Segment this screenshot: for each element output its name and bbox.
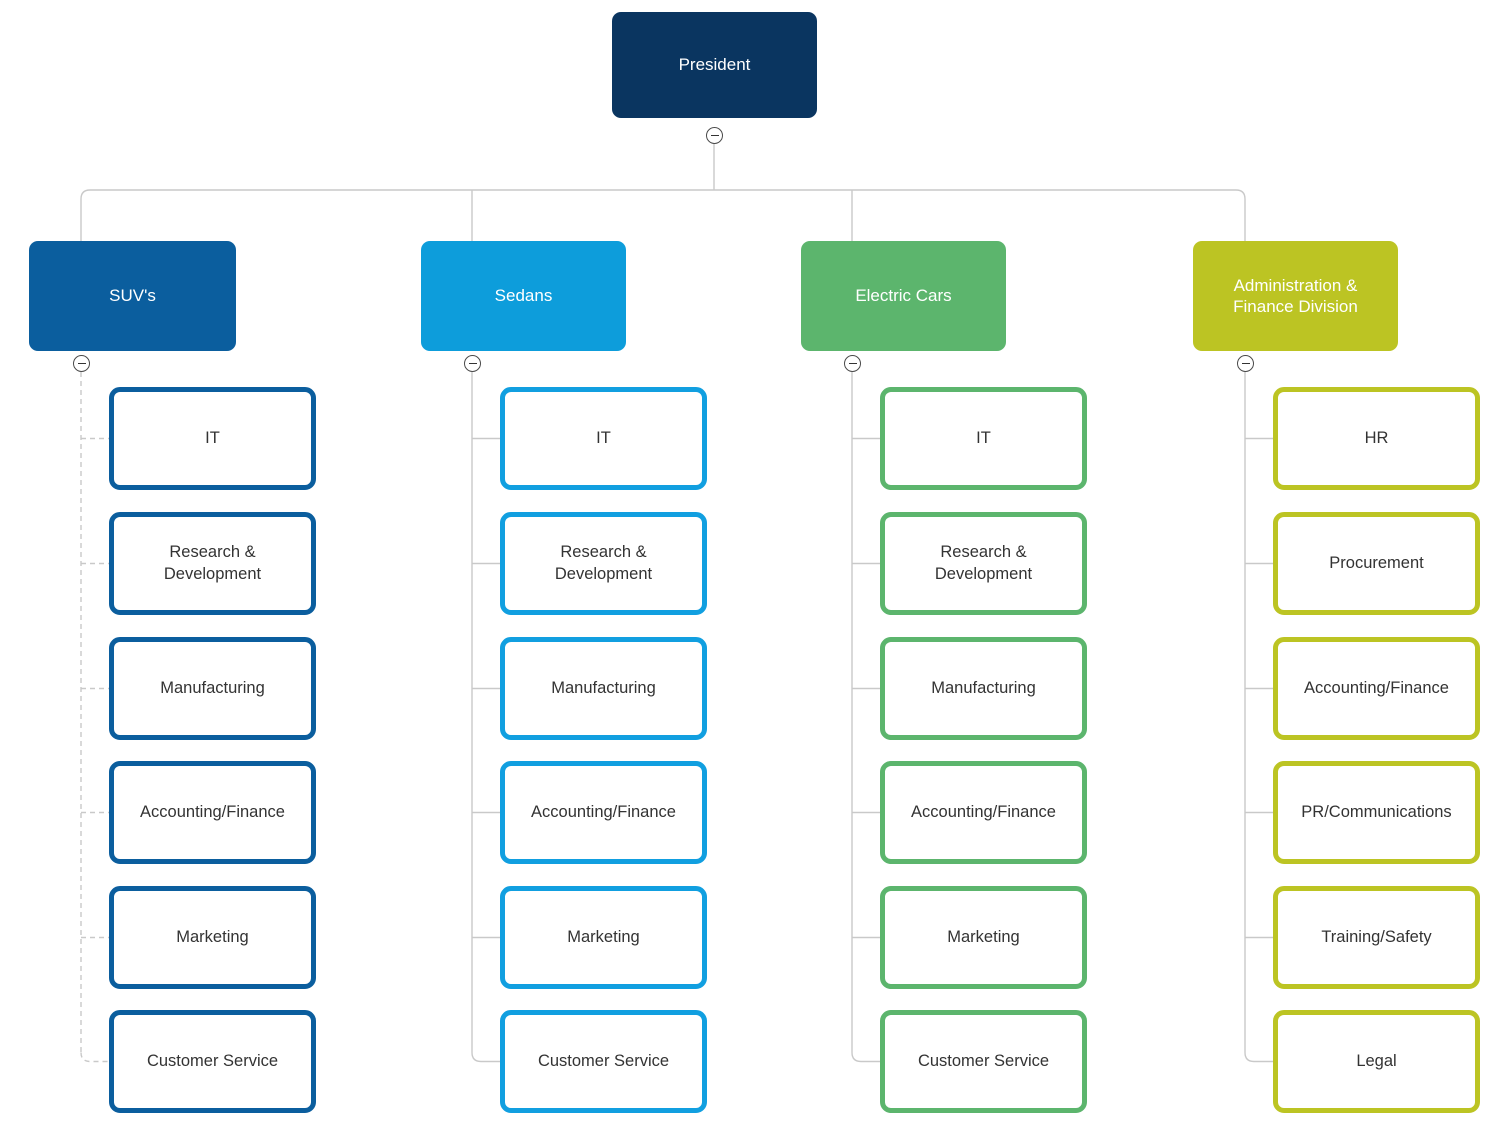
collapse-toggle-electric-cars[interactable] [844,355,861,372]
connector [80,1052,109,1063]
org-node-suvs-child-5[interactable]: Customer Service [109,1010,316,1113]
org-node-label: Sedans [494,286,553,306]
org-node-administration-finance[interactable]: Administration & Finance Division [1193,241,1398,351]
org-node-administration-finance-child-0[interactable]: HR [1273,387,1480,490]
org-node-electric-cars-child-0[interactable]: IT [880,387,1087,490]
org-node-electric-cars-child-2[interactable]: Manufacturing [880,637,1087,740]
org-node-electric-cars[interactable]: Electric Cars [801,241,1006,351]
org-node-label: Marketing [176,927,249,946]
connector [471,1052,500,1063]
org-node-label: Accounting/Finance [140,802,285,821]
org-node-label: Customer Service [146,1051,279,1070]
org-node-electric-cars-child-1[interactable]: Research & Development [880,512,1087,615]
collapse-toggle-sedans[interactable] [464,355,481,372]
collapse-toggle-suvs[interactable] [73,355,90,372]
org-node-label: IT [205,428,220,447]
org-node-label: Manufacturing [931,678,1036,697]
org-node-label: HR [1364,428,1389,447]
minus-icon [1241,362,1250,365]
org-node-label: SUV's [109,286,156,306]
org-node-label: Research & Development [554,543,653,583]
minus-icon [710,134,719,137]
org-node-sedans-child-0[interactable]: IT [500,387,707,490]
org-node-administration-finance-child-2[interactable]: Accounting/Finance [1273,637,1480,740]
org-node-electric-cars-child-4[interactable]: Marketing [880,886,1087,989]
org-node-label: Customer Service [537,1051,670,1070]
org-node-label: Accounting/Finance [531,802,676,821]
org-node-label: Marketing [567,927,640,946]
org-node-suvs-child-2[interactable]: Manufacturing [109,637,316,740]
org-node-label: Accounting/Finance [1304,678,1449,697]
org-node-sedans-child-5[interactable]: Customer Service [500,1010,707,1113]
minus-icon [468,362,477,365]
minus-icon [848,362,857,365]
minus-icon [77,362,86,365]
org-node-label: Electric Cars [855,286,952,306]
org-node-suvs-child-0[interactable]: IT [109,387,316,490]
org-node-label: Customer Service [917,1051,1050,1070]
org-node-sedans-child-1[interactable]: Research & Development [500,512,707,615]
org-node-label: Manufacturing [551,678,656,697]
org-node-suvs-child-4[interactable]: Marketing [109,886,316,989]
org-node-label: Training/Safety [1321,927,1432,946]
collapse-toggle-president[interactable] [706,127,723,144]
org-node-label: PR/Communications [1301,802,1452,821]
org-node-administration-finance-child-1[interactable]: Procurement [1273,512,1480,615]
org-node-administration-finance-child-5[interactable]: Legal [1273,1010,1480,1113]
org-node-electric-cars-child-3[interactable]: Accounting/Finance [880,761,1087,864]
org-node-label: IT [976,428,991,447]
org-node-label: President [678,55,751,75]
collapse-toggle-administration-finance[interactable] [1237,355,1254,372]
org-node-suvs-child-1[interactable]: Research & Development [109,512,316,615]
org-node-label: Legal [1356,1051,1397,1070]
org-node-administration-finance-child-3[interactable]: PR/Communications [1273,761,1480,864]
connector [1244,1052,1273,1063]
org-node-president[interactable]: President [612,12,817,118]
org-node-label: IT [596,428,611,447]
org-node-label: Procurement [1329,553,1424,572]
org-node-suvs-child-3[interactable]: Accounting/Finance [109,761,316,864]
org-node-sedans-child-2[interactable]: Manufacturing [500,637,707,740]
org-node-label: Marketing [947,927,1020,946]
org-node-electric-cars-child-5[interactable]: Customer Service [880,1010,1087,1113]
org-node-sedans-child-4[interactable]: Marketing [500,886,707,989]
org-node-label: Research & Development [934,543,1033,583]
org-node-label: Manufacturing [160,678,265,697]
connector [851,1052,880,1063]
org-node-label: Research & Development [163,543,262,583]
org-node-administration-finance-child-4[interactable]: Training/Safety [1273,886,1480,989]
org-node-label: Accounting/Finance [911,802,1056,821]
org-node-sedans-child-3[interactable]: Accounting/Finance [500,761,707,864]
org-node-sedans[interactable]: Sedans [421,241,626,351]
org-node-suvs[interactable]: SUV's [29,241,236,351]
connector [80,189,1246,241]
org-node-label: Administration & Finance Division [1233,275,1358,316]
